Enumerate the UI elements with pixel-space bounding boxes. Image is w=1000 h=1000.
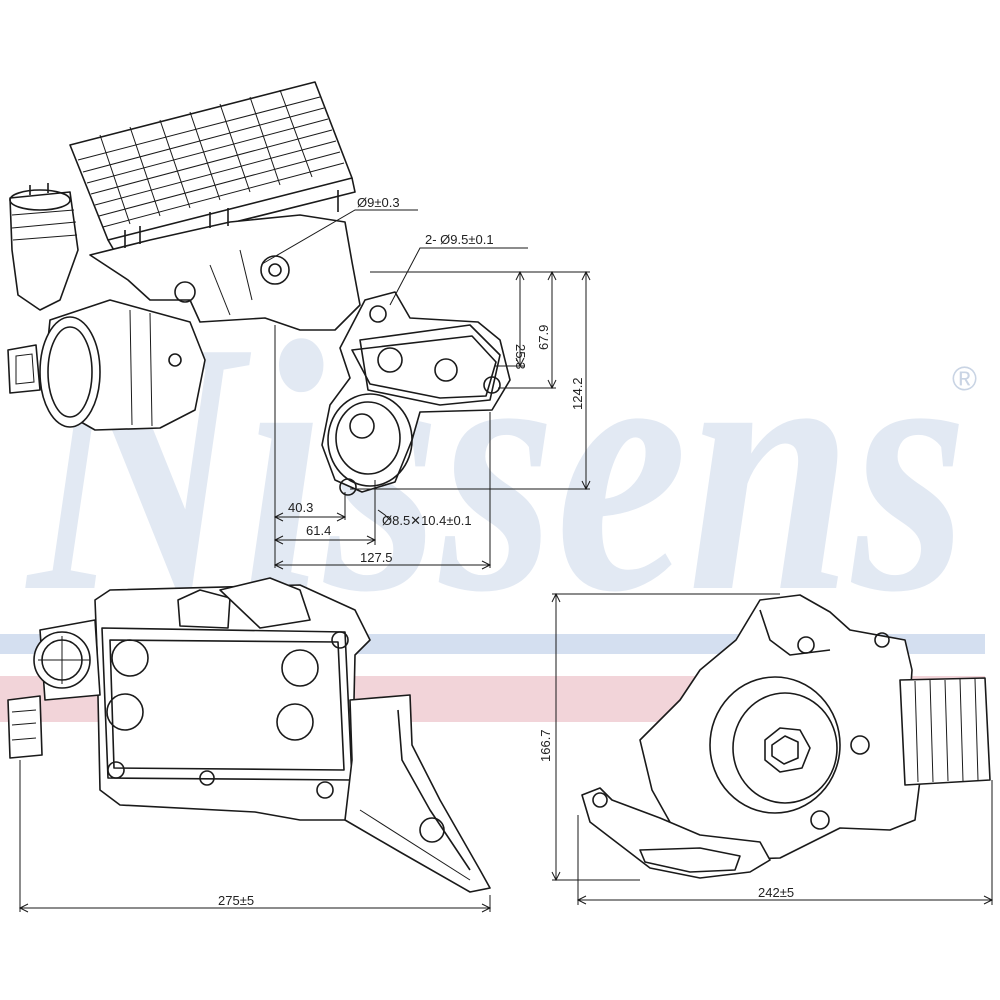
dimension-labels: Ø9±0.3 2- Ø9.5±0.1 25.3 67.9 124.2 40.3 … xyxy=(288,195,585,565)
filter-canister xyxy=(7,299,206,431)
housing-body xyxy=(89,190,361,331)
label-hole-dia: Ø9±0.3 xyxy=(357,195,400,210)
cooler-fins xyxy=(69,81,356,253)
watermark-registered-mark: ® xyxy=(952,360,977,398)
label-25-3: 25.3 xyxy=(513,344,528,369)
label-slot: Ø8.5✕10.4±0.1 xyxy=(382,513,472,528)
label-67-9: 67.9 xyxy=(536,325,551,350)
label-124-2: 124.2 xyxy=(570,377,585,410)
dimension-lines xyxy=(261,209,591,570)
overall-dimension-labels: 275±5 166.7 242±5 xyxy=(218,729,794,908)
inlet-pipe xyxy=(9,183,79,311)
label-height-166-7: 166.7 xyxy=(538,729,553,762)
view-side xyxy=(581,594,991,879)
label-width-242: 242±5 xyxy=(758,885,794,900)
overall-dimension-lines xyxy=(18,592,994,913)
label-40-3: 40.3 xyxy=(288,500,313,515)
label-width-275: 275±5 xyxy=(218,893,254,908)
view-front xyxy=(7,577,491,893)
label-61-4: 61.4 xyxy=(306,523,331,538)
view-top-isometric xyxy=(7,81,511,496)
label-127-5: 127.5 xyxy=(360,550,393,565)
label-two-holes: 2- Ø9.5±0.1 xyxy=(425,232,494,247)
mounting-flange xyxy=(321,291,511,496)
